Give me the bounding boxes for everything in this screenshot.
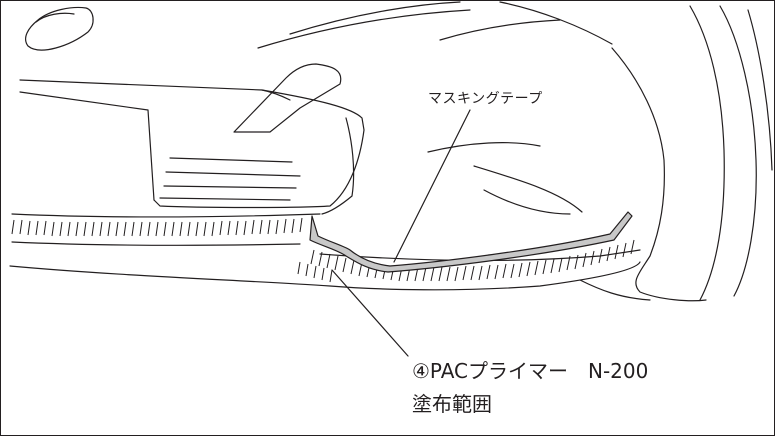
leader-line-tape (393, 109, 471, 263)
primer-label-line2: 塗布範囲 (412, 392, 492, 416)
bumper-edge (9, 261, 641, 291)
grille-outline (19, 91, 155, 201)
tyre-outline (689, 5, 725, 301)
masking-tape (309, 211, 633, 273)
grille-slat (169, 157, 293, 163)
vent-line (473, 165, 583, 213)
grille-slat (163, 185, 297, 189)
tyre-outline (719, 5, 757, 297)
bumper-edge (11, 241, 301, 246)
wheel-arch (611, 47, 707, 302)
headlight-outline (35, 12, 75, 23)
intake-outline (233, 63, 342, 133)
masking-tape-label: マスキングテープ (428, 91, 543, 107)
wheel-arch (579, 279, 651, 301)
primer-label-line1: ④PACプライマー N-200 (412, 359, 649, 383)
grille-outline (19, 79, 365, 209)
body-contour (289, 1, 461, 35)
leader-line-primer (331, 269, 409, 357)
intake-outline (321, 117, 355, 215)
body-contour (499, 1, 613, 45)
bumper-edge (11, 213, 321, 218)
grille-outline (261, 89, 291, 101)
vent-line (483, 189, 571, 215)
vent-line (427, 142, 541, 153)
body-contour (439, 19, 561, 41)
grille-slat (165, 171, 301, 177)
headlight-outline (25, 6, 94, 51)
tyre-outline (747, 9, 773, 171)
body-contour (257, 9, 471, 49)
grille-slat (159, 197, 291, 201)
